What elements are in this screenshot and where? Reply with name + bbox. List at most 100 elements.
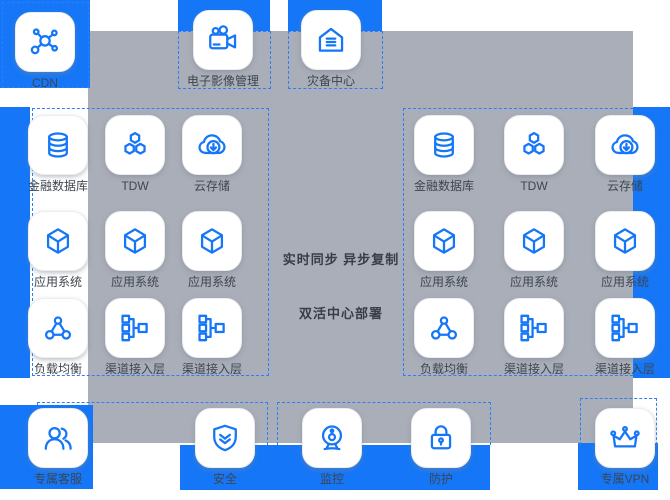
node-channel-access-1-left: 渠道接入层 — [96, 298, 174, 376]
flow-tree-icon — [118, 311, 152, 345]
node-financial-database-right: 金融数据库 — [405, 115, 483, 193]
dual-active-deployment-label: 双活中心部署 — [298, 306, 383, 321]
vpn-group-box — [580, 398, 657, 445]
node-label: 应用系统 — [33, 275, 82, 289]
node-tdw-left: TDW — [96, 115, 174, 193]
node-dedicated-support: 专属客服 — [19, 408, 97, 486]
icon-tile — [595, 211, 655, 271]
node-tdw-right: TDW — [495, 115, 573, 193]
sync-replication-label: 实时同步 异步复制 — [282, 252, 400, 267]
icon-tile — [28, 408, 88, 468]
right-datacenter-group-box — [403, 108, 633, 376]
icon-tile — [182, 298, 242, 358]
lock-icon — [424, 421, 458, 455]
load-balancer-icon — [427, 311, 461, 345]
icon-tile — [411, 408, 471, 468]
node-label: 渠道接入层 — [181, 362, 242, 376]
node-label: TDW — [121, 179, 149, 193]
warehouse-icon — [314, 23, 348, 57]
icon-tile — [182, 115, 242, 175]
node-label: 应用系统 — [600, 275, 649, 289]
node-financial-database-left: 金融数据库 — [19, 115, 97, 193]
icon-tile — [595, 115, 655, 175]
node-app-system-1-right: 应用系统 — [405, 211, 483, 289]
icon-tile — [195, 408, 255, 468]
node-label: 电子影像管理 — [186, 74, 259, 88]
node-app-system-3-right: 应用系统 — [586, 211, 664, 289]
node-cloud-storage-right: 云存储 — [586, 115, 664, 193]
crown-icon — [608, 421, 642, 455]
node-label: 应用系统 — [110, 275, 159, 289]
node-cdn: CDN — [6, 12, 84, 90]
node-dedicated-vpn: 专属VPN — [586, 408, 664, 486]
load-balancer-icon — [41, 311, 75, 345]
node-label: 渠道接入层 — [503, 362, 564, 376]
icon-tile — [28, 115, 88, 175]
icon-tile — [414, 298, 474, 358]
node-label: 金融数据库 — [27, 179, 88, 193]
node-label: 负载均衡 — [419, 362, 468, 376]
node-label: 监控 — [319, 472, 344, 486]
node-app-system-2-left: 应用系统 — [96, 211, 174, 289]
webcam-icon — [315, 421, 349, 455]
icon-tile — [28, 211, 88, 271]
users-icon — [41, 421, 75, 455]
icon-tile — [193, 10, 253, 70]
hexagon-cluster-icon — [517, 128, 551, 162]
cube-icon — [195, 224, 229, 258]
node-security: 安全 — [186, 408, 264, 486]
node-app-system-3-left: 应用系统 — [173, 211, 251, 289]
node-app-system-1-left: 应用系统 — [19, 211, 97, 289]
node-label: 专属客服 — [33, 472, 82, 486]
node-label: 应用系统 — [509, 275, 558, 289]
node-label: 负载均衡 — [33, 362, 82, 376]
node-channel-access-2-right: 渠道接入层 — [586, 298, 664, 376]
node-channel-access-2-left: 渠道接入层 — [173, 298, 251, 376]
cdn-group-box — [2, 2, 89, 88]
node-label: 专属VPN — [600, 472, 650, 486]
left-accent-bar — [0, 107, 30, 378]
hexagon-cluster-icon — [118, 128, 152, 162]
database-icon — [41, 128, 75, 162]
node-label: 应用系统 — [187, 275, 236, 289]
icon-tile — [595, 408, 655, 468]
node-load-balancer-left: 负载均衡 — [19, 298, 97, 376]
node-image-management: 电子影像管理 — [184, 10, 262, 88]
node-label: 云存储 — [193, 179, 230, 193]
node-label: 渠道接入层 — [594, 362, 655, 376]
flow-tree-icon — [517, 311, 551, 345]
cube-icon — [517, 224, 551, 258]
icon-tile — [504, 115, 564, 175]
node-label: 安全 — [212, 472, 237, 486]
flow-tree-icon — [195, 311, 229, 345]
icon-tile — [504, 211, 564, 271]
node-label: 防护 — [428, 472, 453, 486]
security-group-box — [277, 402, 491, 445]
icon-tile — [414, 211, 474, 271]
cloud-download-icon — [608, 128, 642, 162]
cube-icon — [608, 224, 642, 258]
node-label: 应用系统 — [419, 275, 468, 289]
cube-icon — [427, 224, 461, 258]
video-camera-icon — [206, 23, 240, 57]
icon-tile — [504, 298, 564, 358]
node-label: CDN — [32, 76, 58, 90]
icon-tile — [182, 211, 242, 271]
node-label: 云存储 — [606, 179, 643, 193]
shield-icon — [208, 421, 242, 455]
icon-tile — [105, 211, 165, 271]
node-load-balancer-right: 负载均衡 — [405, 298, 483, 376]
node-label: TDW — [520, 179, 548, 193]
network-icon — [28, 25, 62, 59]
node-label: 灾备中心 — [306, 74, 355, 88]
node-cloud-storage-left: 云存储 — [173, 115, 251, 193]
node-app-system-2-right: 应用系统 — [495, 211, 573, 289]
node-label: 金融数据库 — [413, 179, 474, 193]
cloud-download-icon — [195, 128, 229, 162]
icon-tile — [105, 298, 165, 358]
flow-tree-icon — [608, 311, 642, 345]
node-label: 渠道接入层 — [104, 362, 165, 376]
node-channel-access-1-right: 渠道接入层 — [495, 298, 573, 376]
node-monitoring: 监控 — [293, 408, 371, 486]
